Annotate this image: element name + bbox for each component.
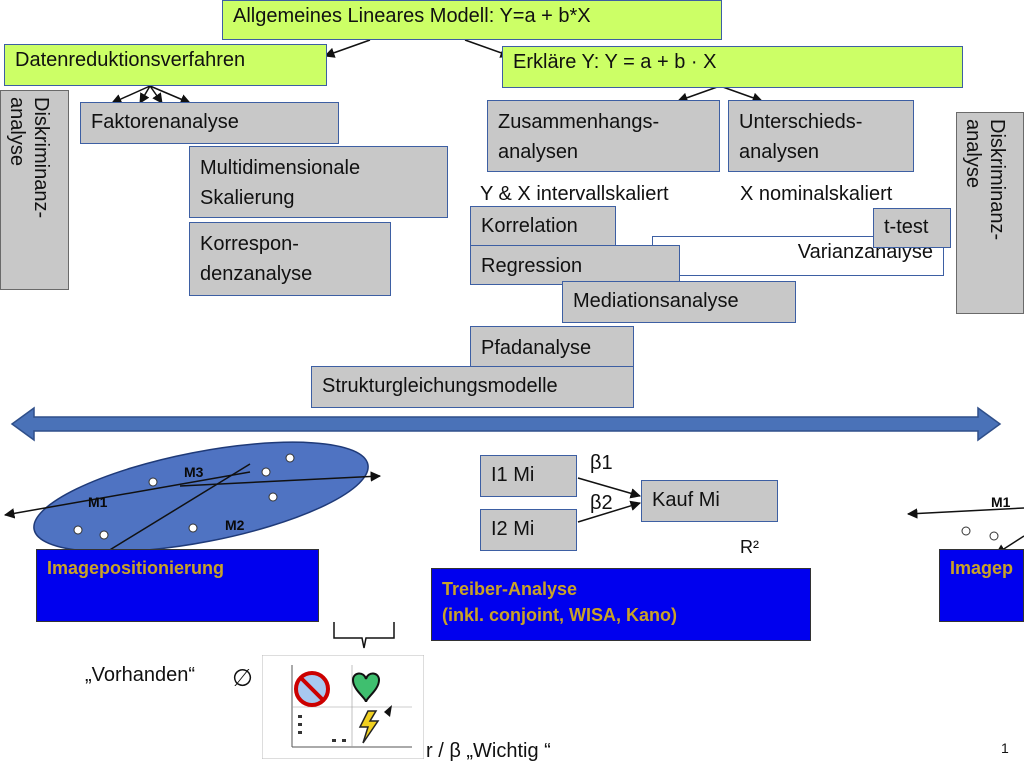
regression-box: Regression [470,245,680,285]
purchase-label: Kauf Mi [652,489,720,511]
discriminant-right-box: Diskriminanz-analyse [956,112,1024,314]
purchase-box: Kauf Mi [641,480,778,522]
importance-matrix-thumbnail [262,655,424,759]
difference-line1: Unterschieds- [739,111,863,133]
mediation-box: Mediationsanalyse [562,281,796,323]
mediation-label: Mediationsanalyse [573,290,739,312]
page-number: 1 [1001,740,1009,756]
image-positioning-label: Imagepositionierung [47,558,225,578]
i2-box: I2 Mi [480,509,577,551]
m1-label: M1 [88,494,108,510]
correspondence-line2: denzanalyse [200,263,313,285]
beta2-label: β2 [590,492,613,514]
correlation-box: Korrelation [470,206,616,248]
difference-line2: analysen [739,141,820,163]
image-positioning-box: Imagepositionierung [36,549,319,622]
explain-y-label: Erkläre Y: Y = a + b · X [513,51,717,73]
i1-box: I1 Mi [480,455,577,497]
regression-label: Regression [481,255,583,277]
important-label: r / β „Wichtig “ [426,740,551,762]
driver-analysis-line2: (inkl. conjoint, WISA, Kano) [442,605,677,625]
driver-analysis-line1: Treiber-Analyse [442,579,578,599]
discriminant-right-text: Diskriminanz-analyse [962,119,1008,241]
empty-set-symbol: ∅ [232,665,253,692]
driver-arrows [577,477,642,523]
general-linear-model-box: Allgemeines Lineares Modell: Y=a + b*X [222,0,722,40]
discriminant-left-text: Diskriminanz-analyse [6,97,52,219]
correlation-label: Korrelation [481,215,578,237]
interval-scaled-label: Y & X intervallskaliert [480,183,669,205]
sem-box: Strukturgleichungsmodelle [311,366,634,408]
mds-line1: Multidimensionale [200,157,361,179]
r-squared-label: R² [740,537,759,557]
explain-y-box: Erkläre Y: Y = a + b · X [502,46,963,88]
factor-analysis-label: Faktorenanalyse [91,111,239,133]
t-test-label: t-test [884,216,929,238]
path-analysis-label: Pfadanalyse [481,337,592,359]
driver-analysis-box: Treiber-Analyse (inkl. conjoint, WISA, K… [431,568,811,641]
factor-analysis-box: Faktorenanalyse [80,102,339,144]
mds-line2: Skalierung [200,187,295,209]
data-reduction-label: Datenreduktionsverfahren [15,49,246,71]
double-arrow [10,406,1002,442]
available-label: „Vorhanden“ [85,664,196,686]
beta1-label: β1 [590,452,613,474]
association-line1: Zusammenhangs- [498,111,660,133]
i2-label: I2 Mi [491,518,535,540]
association-line2: analysen [498,141,579,163]
m3-label: M3 [184,464,204,480]
path-analysis-box: Pfadanalyse [470,326,634,368]
image-positioning-label-right: Imagep [950,558,1014,578]
mds-box: Multidimensionale Skalierung [189,146,448,218]
image-positioning-map [3,441,382,560]
discriminant-left-box: Diskriminanz-analyse [0,90,69,290]
correspondence-line1: Korrespon- [200,233,299,255]
sem-label: Strukturgleichungsmodelle [322,375,558,397]
data-reduction-box: Datenreduktionsverfahren [4,44,327,86]
right-m1-label: M1 [991,494,1011,510]
nominal-scaled-label: X nominalskaliert [740,183,893,205]
image-positioning-box-right: Imagep [939,549,1024,622]
difference-analysis-box: Unterschieds- analysen [728,100,914,172]
m2-label: M2 [225,517,245,533]
association-analysis-box: Zusammenhangs- analysen [487,100,720,172]
brace [333,622,395,649]
i1-label: I1 Mi [491,464,535,486]
t-test-box: t-test [873,208,951,248]
correspondence-box: Korrespon- denzanalyse [189,222,391,296]
general-linear-model-title: Allgemeines Lineares Modell: Y=a + b*X [233,5,591,27]
